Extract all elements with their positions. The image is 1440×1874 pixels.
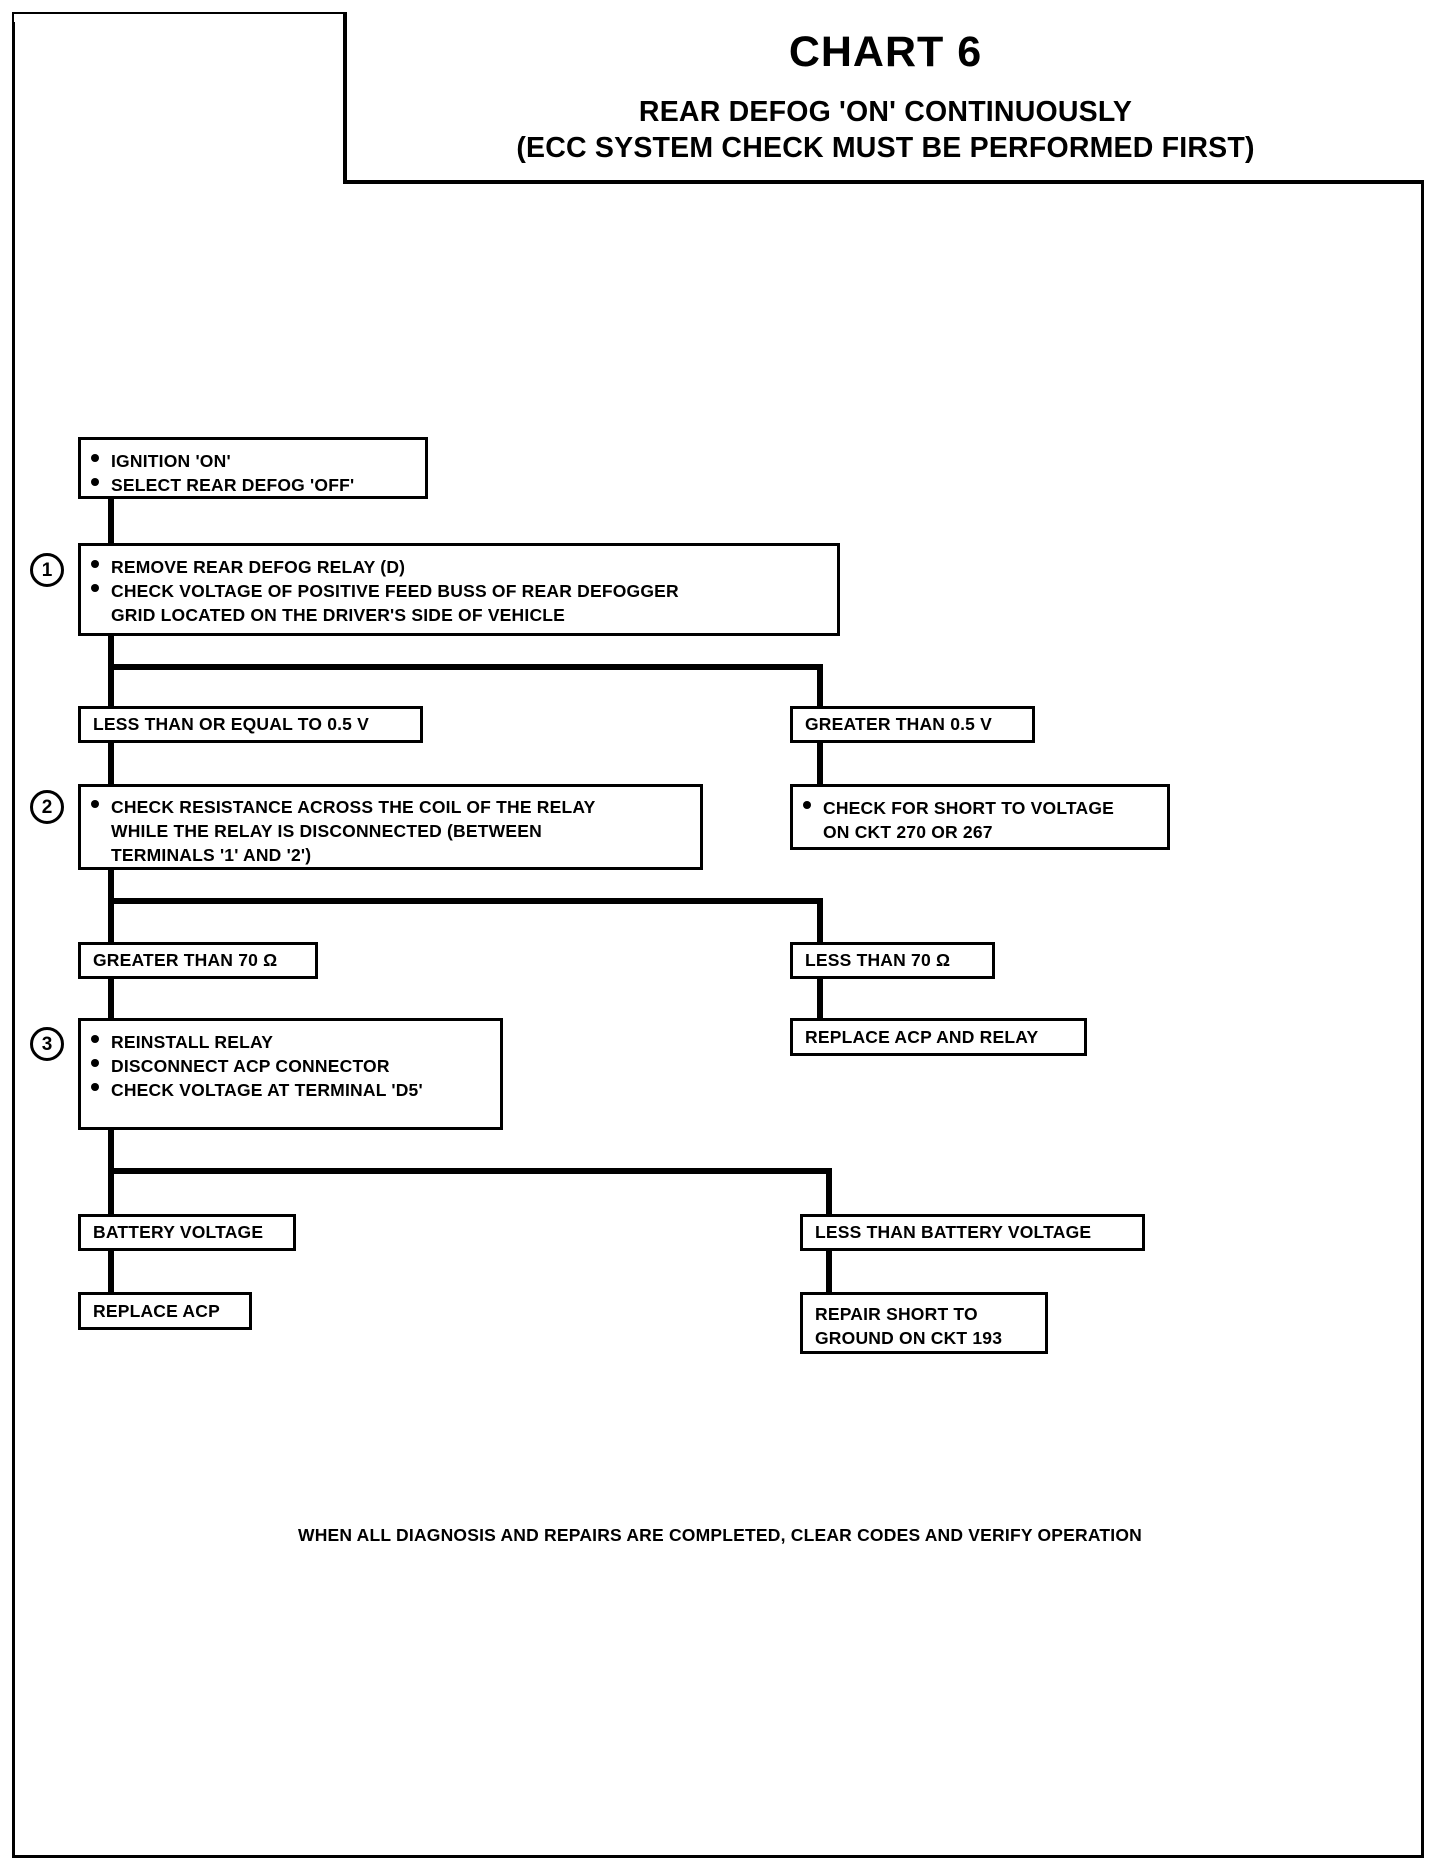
repair-short-line1: REPAIR SHORT TO [815, 1304, 978, 1324]
step3-bullet-2: DISCONNECT ACP CONNECTOR [81, 1054, 500, 1078]
connector-split-left-1 [108, 664, 114, 706]
cond-lt-battery-voltage-text: LESS THAN BATTERY VOLTAGE [815, 1222, 1092, 1243]
connector-battvolt-to-replaceacp [108, 1248, 114, 1292]
node-cond-le-half-volt: LESS THAN OR EQUAL TO 0.5 V [78, 706, 423, 743]
bullet-icon [81, 473, 111, 495]
title-block: CHART 6 REAR DEFOG 'ON' CONTINUOUSLY (EC… [343, 12, 1424, 184]
connector-split-right-1 [817, 664, 823, 706]
step3-bullet-1: REINSTALL RELAY [81, 1030, 500, 1054]
start-bullet-2: SELECT REAR DEFOG 'OFF' [81, 473, 425, 497]
start-bullet-2-text: SELECT REAR DEFOG 'OFF' [111, 475, 355, 496]
node-replace-acp-and-relay: REPLACE ACP AND RELAY [790, 1018, 1087, 1056]
page-border [12, 12, 1424, 1858]
border-notch [14, 14, 344, 22]
node-cond-lt-battery-voltage: LESS THAN BATTERY VOLTAGE [800, 1214, 1145, 1251]
step2-bullet-1-cont: WHILE THE RELAY IS DISCONNECTED (BETWEEN [111, 821, 542, 842]
bullet-icon [81, 795, 111, 817]
node-replace-acp: REPLACE ACP [78, 1292, 252, 1330]
node-check-short-voltage: CHECK FOR SHORT TO VOLTAGE ON CKT 270 OR… [790, 784, 1170, 850]
node-step2: CHECK RESISTANCE ACROSS THE COIL OF THE … [78, 784, 703, 870]
connector-ltbatt-to-repair [826, 1248, 832, 1292]
connector-split-bus-2 [108, 898, 823, 904]
step1-bullet-2: CHECK VOLTAGE OF POSITIVE FEED BUSS OF R… [81, 579, 837, 627]
repair-short-line2: GROUND ON CKT 193 [815, 1328, 1003, 1349]
check-short-bullet-1-text: CHECK FOR SHORT TO VOLTAGE [823, 798, 1115, 818]
step3-bullet-2-text: DISCONNECT ACP CONNECTOR [111, 1056, 390, 1077]
bullet-icon [81, 1078, 111, 1100]
cond-gt-half-volt-text: GREATER THAN 0.5 V [805, 714, 993, 735]
check-short-bullet-1: CHECK FOR SHORT TO VOLTAGE ON CKT 270 OR… [793, 796, 1167, 844]
connector-lt70-to-replace [817, 972, 823, 1018]
bullet-icon [81, 1054, 111, 1076]
step3-bullet-1-text: REINSTALL RELAY [111, 1032, 274, 1052]
check-short-bullet-1-cont: ON CKT 270 OR 267 [823, 822, 993, 843]
chart-title: CHART 6 [788, 28, 983, 76]
replace-acp-and-relay-text: REPLACE ACP AND RELAY [805, 1026, 1039, 1047]
bullet-icon [81, 579, 111, 601]
step1-bullet-2-cont: GRID LOCATED ON THE DRIVER'S SIDE OF VEH… [111, 605, 566, 626]
bullet-icon [793, 796, 823, 818]
bullet-icon [81, 1030, 111, 1052]
node-repair-short-to-ground: REPAIR SHORT TO GROUND ON CKT 193 [800, 1292, 1048, 1354]
step2-bullet-1: CHECK RESISTANCE ACROSS THE COIL OF THE … [81, 795, 700, 867]
bullet-icon [81, 449, 111, 471]
connector-gt70-to-step3 [108, 972, 114, 1018]
connector-step2-down [108, 866, 114, 904]
step-number-3: 3 [30, 1027, 64, 1061]
connector-step3-down [108, 1128, 114, 1174]
bullet-icon [81, 555, 111, 577]
step2-bullet-1-text: CHECK RESISTANCE ACROSS THE COIL OF THE … [111, 797, 596, 817]
node-step3: REINSTALL RELAY DISCONNECT ACP CONNECTOR… [78, 1018, 503, 1130]
step3-bullet-3: CHECK VOLTAGE AT TERMINAL 'D5' [81, 1078, 500, 1102]
node-cond-gt-70-ohm: GREATER THAN 70 Ω [78, 942, 318, 979]
chart-subtitle-line1: REAR DEFOG 'ON' CONTINUOUSLY [638, 96, 1133, 128]
chart-subtitle-line2: (ECC SYSTEM CHECK MUST BE PERFORMED FIRS… [516, 132, 1255, 165]
step1-bullet-2-wrap: CHECK VOLTAGE OF POSITIVE FEED BUSS OF R… [111, 579, 837, 627]
connector-split-bus-3 [108, 1168, 832, 1174]
connector-split-left-2 [108, 898, 114, 942]
replace-acp-text: REPLACE ACP [93, 1300, 220, 1321]
cond-le-half-volt-text: LESS THAN OR EQUAL TO 0.5 V [93, 714, 370, 735]
connector-split-right-2 [817, 898, 823, 942]
node-cond-lt-70-ohm: LESS THAN 70 Ω [790, 942, 995, 979]
connector-gt-half-to-check [817, 738, 823, 784]
check-short-bullet-1-wrap: CHECK FOR SHORT TO VOLTAGE ON CKT 270 OR… [823, 796, 1167, 844]
step-number-1: 1 [30, 553, 64, 587]
step2-bullet-1-cont2: TERMINALS '1' AND '2') [111, 845, 312, 866]
step2-bullet-1-wrap: CHECK RESISTANCE ACROSS THE COIL OF THE … [111, 795, 700, 867]
connector-start-to-step1 [108, 497, 114, 547]
chart-subtitle: REAR DEFOG 'ON' CONTINUOUSLY (ECC SYSTEM… [347, 94, 1424, 166]
node-start: IGNITION 'ON' SELECT REAR DEFOG 'OFF' [78, 437, 428, 499]
cond-gt-70-ohm-text: GREATER THAN 70 Ω [93, 950, 278, 971]
step1-bullet-2-text: CHECK VOLTAGE OF POSITIVE FEED BUSS OF R… [111, 581, 679, 602]
connector-step1-down [108, 634, 114, 670]
node-step1: REMOVE REAR DEFOG RELAY (D) CHECK VOLTAG… [78, 543, 840, 636]
connector-split-bus-1 [108, 664, 823, 670]
node-cond-battery-voltage: BATTERY VOLTAGE [78, 1214, 296, 1251]
cond-battery-voltage-text: BATTERY VOLTAGE [93, 1222, 264, 1243]
connector-split-right-3 [826, 1168, 832, 1214]
connector-split-left-3 [108, 1168, 114, 1214]
connector-le-half-to-step2 [108, 738, 114, 784]
step1-bullet-1-text: REMOVE REAR DEFOG RELAY (D) [111, 557, 406, 577]
start-bullet-1: IGNITION 'ON' [81, 449, 425, 473]
start-bullet-1-text: IGNITION 'ON' [111, 451, 231, 471]
step3-bullet-3-text: CHECK VOLTAGE AT TERMINAL 'D5' [111, 1080, 423, 1101]
step1-bullet-1: REMOVE REAR DEFOG RELAY (D) [81, 555, 837, 579]
step-number-2: 2 [30, 790, 64, 824]
cond-lt-70-ohm-text: LESS THAN 70 Ω [805, 950, 951, 971]
footer-note: WHEN ALL DIAGNOSIS AND REPAIRS ARE COMPL… [298, 1525, 1142, 1545]
node-cond-gt-half-volt: GREATER THAN 0.5 V [790, 706, 1035, 743]
